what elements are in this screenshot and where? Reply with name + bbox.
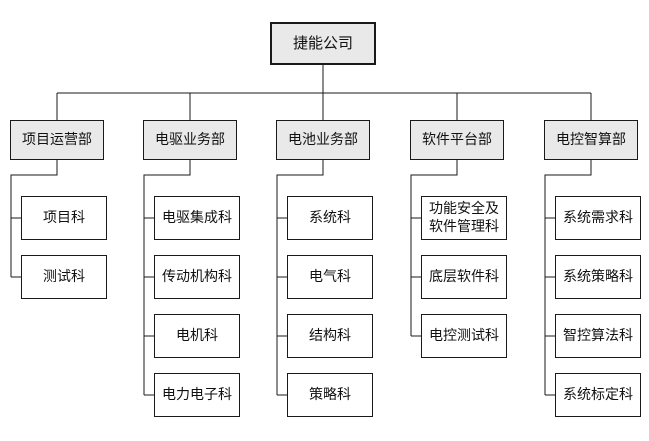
org-node-child: 电控测试科	[421, 314, 507, 358]
org-node-child: 智控算法科	[555, 314, 641, 358]
org-node-child: 系统科	[287, 196, 373, 240]
org-node-child: 底层软件科	[421, 255, 507, 299]
org-node-child: 系统标定科	[555, 373, 641, 417]
org-node-child: 功能安全及软件管理科	[421, 196, 507, 240]
org-node-dept-project-ops: 项目运营部	[10, 120, 104, 160]
org-node-child: 电驱集成科	[154, 196, 240, 240]
org-node-child: 电气科	[287, 255, 373, 299]
org-node-dept-econtrol: 电控智算部	[544, 120, 638, 160]
org-node-dept-battery: 电池业务部	[276, 120, 370, 160]
org-node-dept-software-platform: 软件平台部	[410, 120, 504, 160]
org-node-child: 系统策略科	[555, 255, 641, 299]
org-node-child: 电机科	[154, 314, 240, 358]
org-node-child: 策略科	[287, 373, 373, 417]
col4-spine	[410, 160, 458, 337]
org-node-child: 测试科	[21, 255, 107, 299]
org-node-dept-edrive: 电驱业务部	[143, 120, 237, 160]
org-node-child: 系统需求科	[555, 196, 641, 240]
org-node-root: 捷能公司	[270, 22, 376, 65]
trunk-connector	[56, 65, 592, 120]
org-node-child: 结构科	[287, 314, 373, 358]
org-node-child: 电力电子科	[154, 373, 240, 417]
org-node-child: 项目科	[21, 196, 107, 240]
org-node-child: 传动机构科	[154, 255, 240, 299]
